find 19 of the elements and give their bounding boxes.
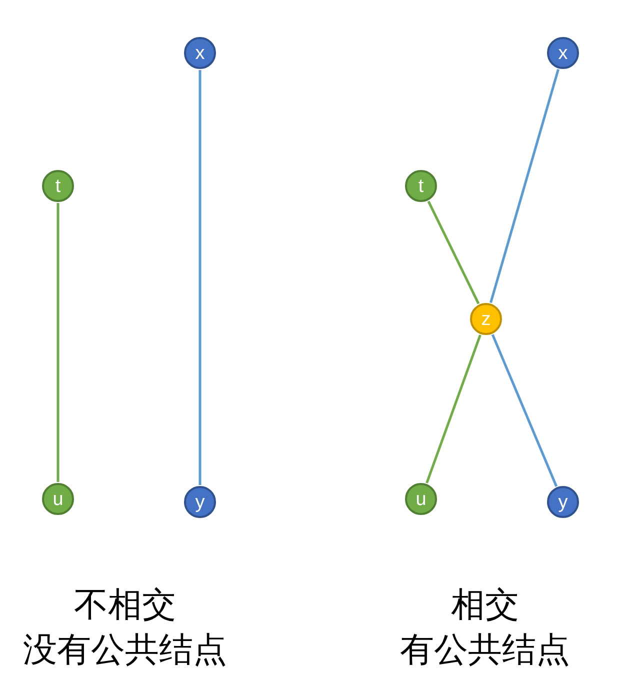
node-circle: y xyxy=(547,486,579,518)
caption-text: 相交 xyxy=(451,588,519,622)
caption-text: 有公共结点 xyxy=(400,633,570,667)
node-circle: u xyxy=(405,483,437,515)
connector-line xyxy=(427,200,480,304)
node-circle: u xyxy=(42,483,74,515)
node-circle: x xyxy=(184,37,216,69)
connector-line xyxy=(56,203,60,482)
caption-text: 不相交 xyxy=(74,588,176,622)
connector-line xyxy=(426,334,482,484)
connector-line xyxy=(490,68,560,304)
caption-text: 没有公共结点 xyxy=(23,633,227,667)
node-circle: y xyxy=(184,486,216,518)
connector-line xyxy=(198,70,202,485)
node-circle: t xyxy=(42,170,74,202)
node-circle: t xyxy=(405,170,437,202)
node-circle: z xyxy=(470,303,502,335)
connector-line xyxy=(491,334,558,487)
node-circle: x xyxy=(547,37,579,69)
